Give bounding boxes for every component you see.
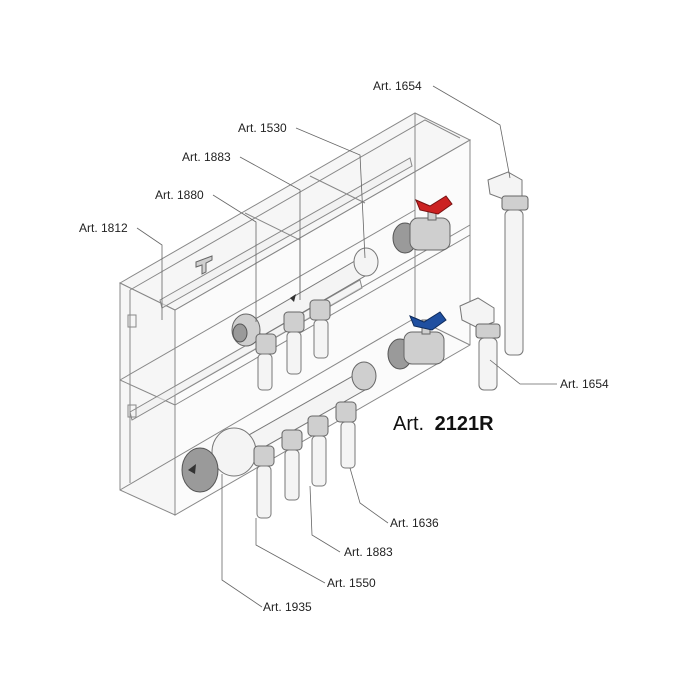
label-art-1654-right: Art. 1654 (560, 377, 609, 391)
label-art-1935: Art. 1935 (263, 600, 312, 614)
title-prefix: Art. (393, 413, 424, 435)
label-art-1812: Art. 1812 (79, 221, 128, 235)
blue-butterfly-handle-icon (409, 311, 447, 331)
red-butterfly-handle-icon (415, 195, 453, 215)
lower-manifold (181, 361, 377, 519)
flow-arrow-icon (290, 294, 296, 302)
frame-inner-top (129, 119, 461, 291)
leader-1935 (221, 474, 263, 608)
blue-ball-valve (387, 311, 447, 370)
top-elbow-riser (487, 171, 529, 356)
title-code: 2121R (435, 413, 494, 435)
lower-outlet-3-pipe (311, 435, 327, 487)
red-ball-valve (392, 195, 453, 254)
lower-elbow-nut (475, 323, 501, 339)
upper-outlet-3-pipe (313, 319, 329, 359)
upper-outlet-1-pipe (257, 353, 273, 391)
leader-1654-right (489, 359, 557, 385)
lower-outlet-1-fitting (253, 445, 275, 467)
lower-riser-pipe (478, 337, 498, 391)
red-valve-body (409, 217, 451, 251)
blue-valve-body (403, 331, 445, 365)
leader-1883-bottom (309, 485, 341, 553)
frame-middle-rail-back (119, 209, 416, 381)
lower-elbow-riser (459, 297, 501, 391)
lower-outlet-4-fitting (335, 401, 357, 423)
lower-manifold-endcap (351, 361, 377, 391)
upper-outlet-1-fitting (255, 333, 277, 355)
lower-outlet-3-fitting (307, 415, 329, 437)
label-art-1550: Art. 1550 (327, 576, 376, 590)
leader-1530 (295, 127, 366, 259)
leader-1812 (136, 227, 163, 320)
lower-outlet-4-pipe (340, 421, 356, 469)
lower-ball-valve-body (211, 427, 257, 477)
leader-lines (136, 85, 557, 608)
upper-connector-face (232, 323, 248, 343)
flow-arrow-icon-lower (188, 464, 196, 474)
label-art-1883-bottom: Art. 1883 (344, 545, 393, 559)
label-art-1883-top: Art. 1883 (182, 150, 231, 164)
lower-outlet-1-pipe (256, 465, 272, 519)
lower-ball-valve-face (181, 447, 219, 493)
upper-outlet-2-fitting (283, 311, 305, 333)
slot-upper (127, 314, 137, 328)
frame-back-bottom-edge (119, 317, 416, 491)
upper-manifold (231, 247, 379, 391)
product-code-title: Art. 2121R (393, 413, 494, 435)
leader-1636 (349, 467, 389, 524)
label-art-1636: Art. 1636 (390, 516, 439, 530)
bracket-icon (195, 255, 213, 275)
leader-1654-top (432, 85, 511, 179)
label-art-1530: Art. 1530 (238, 121, 287, 135)
callout-labels: Art. 1654 Art. 1530 Art. 1883 Art. 1880 … (79, 79, 609, 614)
top-divider-right (309, 175, 366, 204)
leader-1883-top (239, 156, 301, 300)
lower-outlet-2-fitting (281, 429, 303, 451)
upper-outlet-3-fitting (309, 299, 331, 321)
leader-1880 (212, 194, 257, 322)
upper-outlet-2-pipe (286, 331, 302, 375)
label-art-1654-top: Art. 1654 (373, 79, 422, 93)
top-riser-pipe (504, 209, 524, 356)
slot-lower (127, 404, 137, 418)
lower-elbow (459, 297, 495, 329)
label-art-1880: Art. 1880 (155, 188, 204, 202)
lower-outlet-2-pipe (284, 449, 300, 501)
upper-manifold-endcap (353, 247, 379, 277)
top-elbow-nut (501, 195, 529, 211)
leader-1550 (255, 518, 326, 584)
